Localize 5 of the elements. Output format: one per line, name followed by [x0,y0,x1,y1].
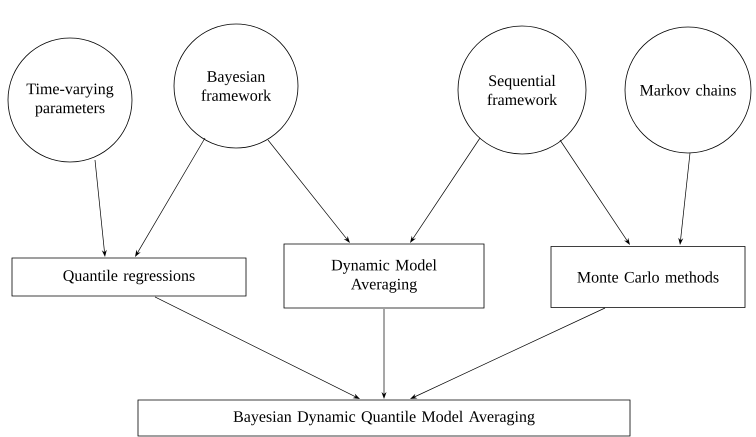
process-box: Dynamic Model Averaging [284,244,484,308]
process-box: Monte Carlo methods [550,246,746,308]
process-box: Quantile regressions [12,258,246,296]
arrow [268,140,350,243]
process-box: Bayesian Dynamic Quantile Model Averaging [138,400,630,436]
